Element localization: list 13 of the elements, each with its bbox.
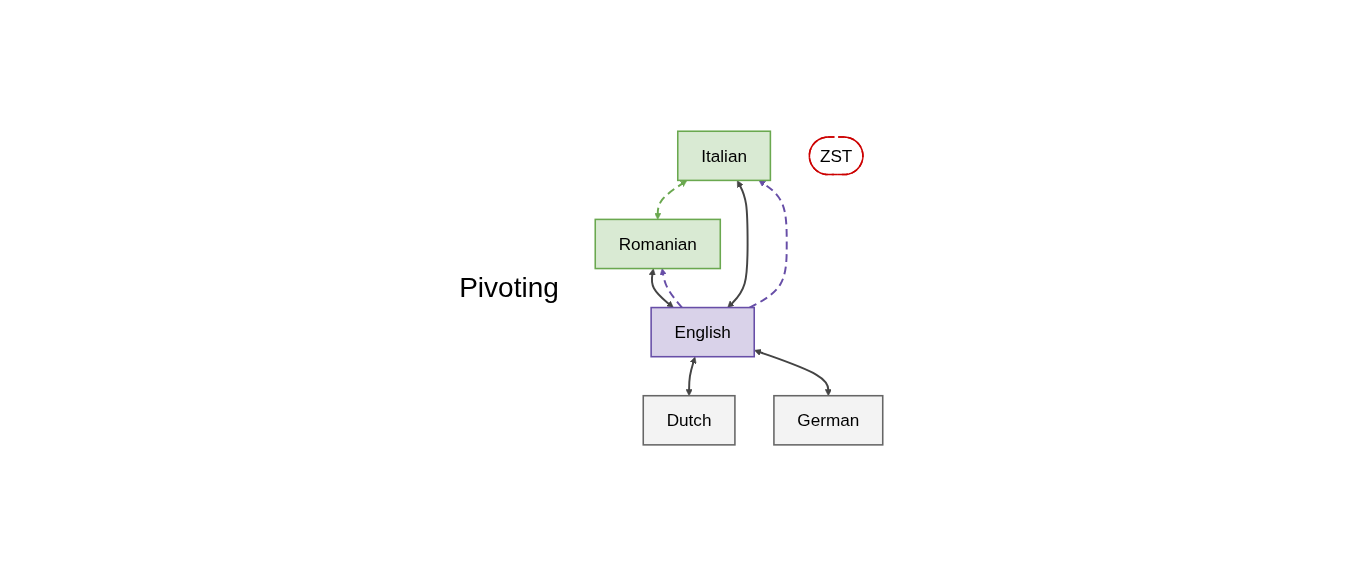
node-box: German bbox=[772, 394, 884, 446]
arrow bbox=[659, 268, 683, 309]
arrow bbox=[648, 268, 674, 308]
node-box: Dutch bbox=[642, 394, 736, 446]
arrow bbox=[754, 349, 832, 396]
node-box: English bbox=[650, 306, 755, 358]
annotation-text: Pivoting bbox=[459, 272, 559, 304]
node-box: Italian bbox=[676, 130, 771, 182]
arrow bbox=[654, 180, 687, 220]
arrow bbox=[685, 356, 697, 396]
arrow bbox=[727, 180, 749, 308]
arrow bbox=[748, 180, 788, 309]
node-box: Romanian bbox=[594, 218, 721, 270]
